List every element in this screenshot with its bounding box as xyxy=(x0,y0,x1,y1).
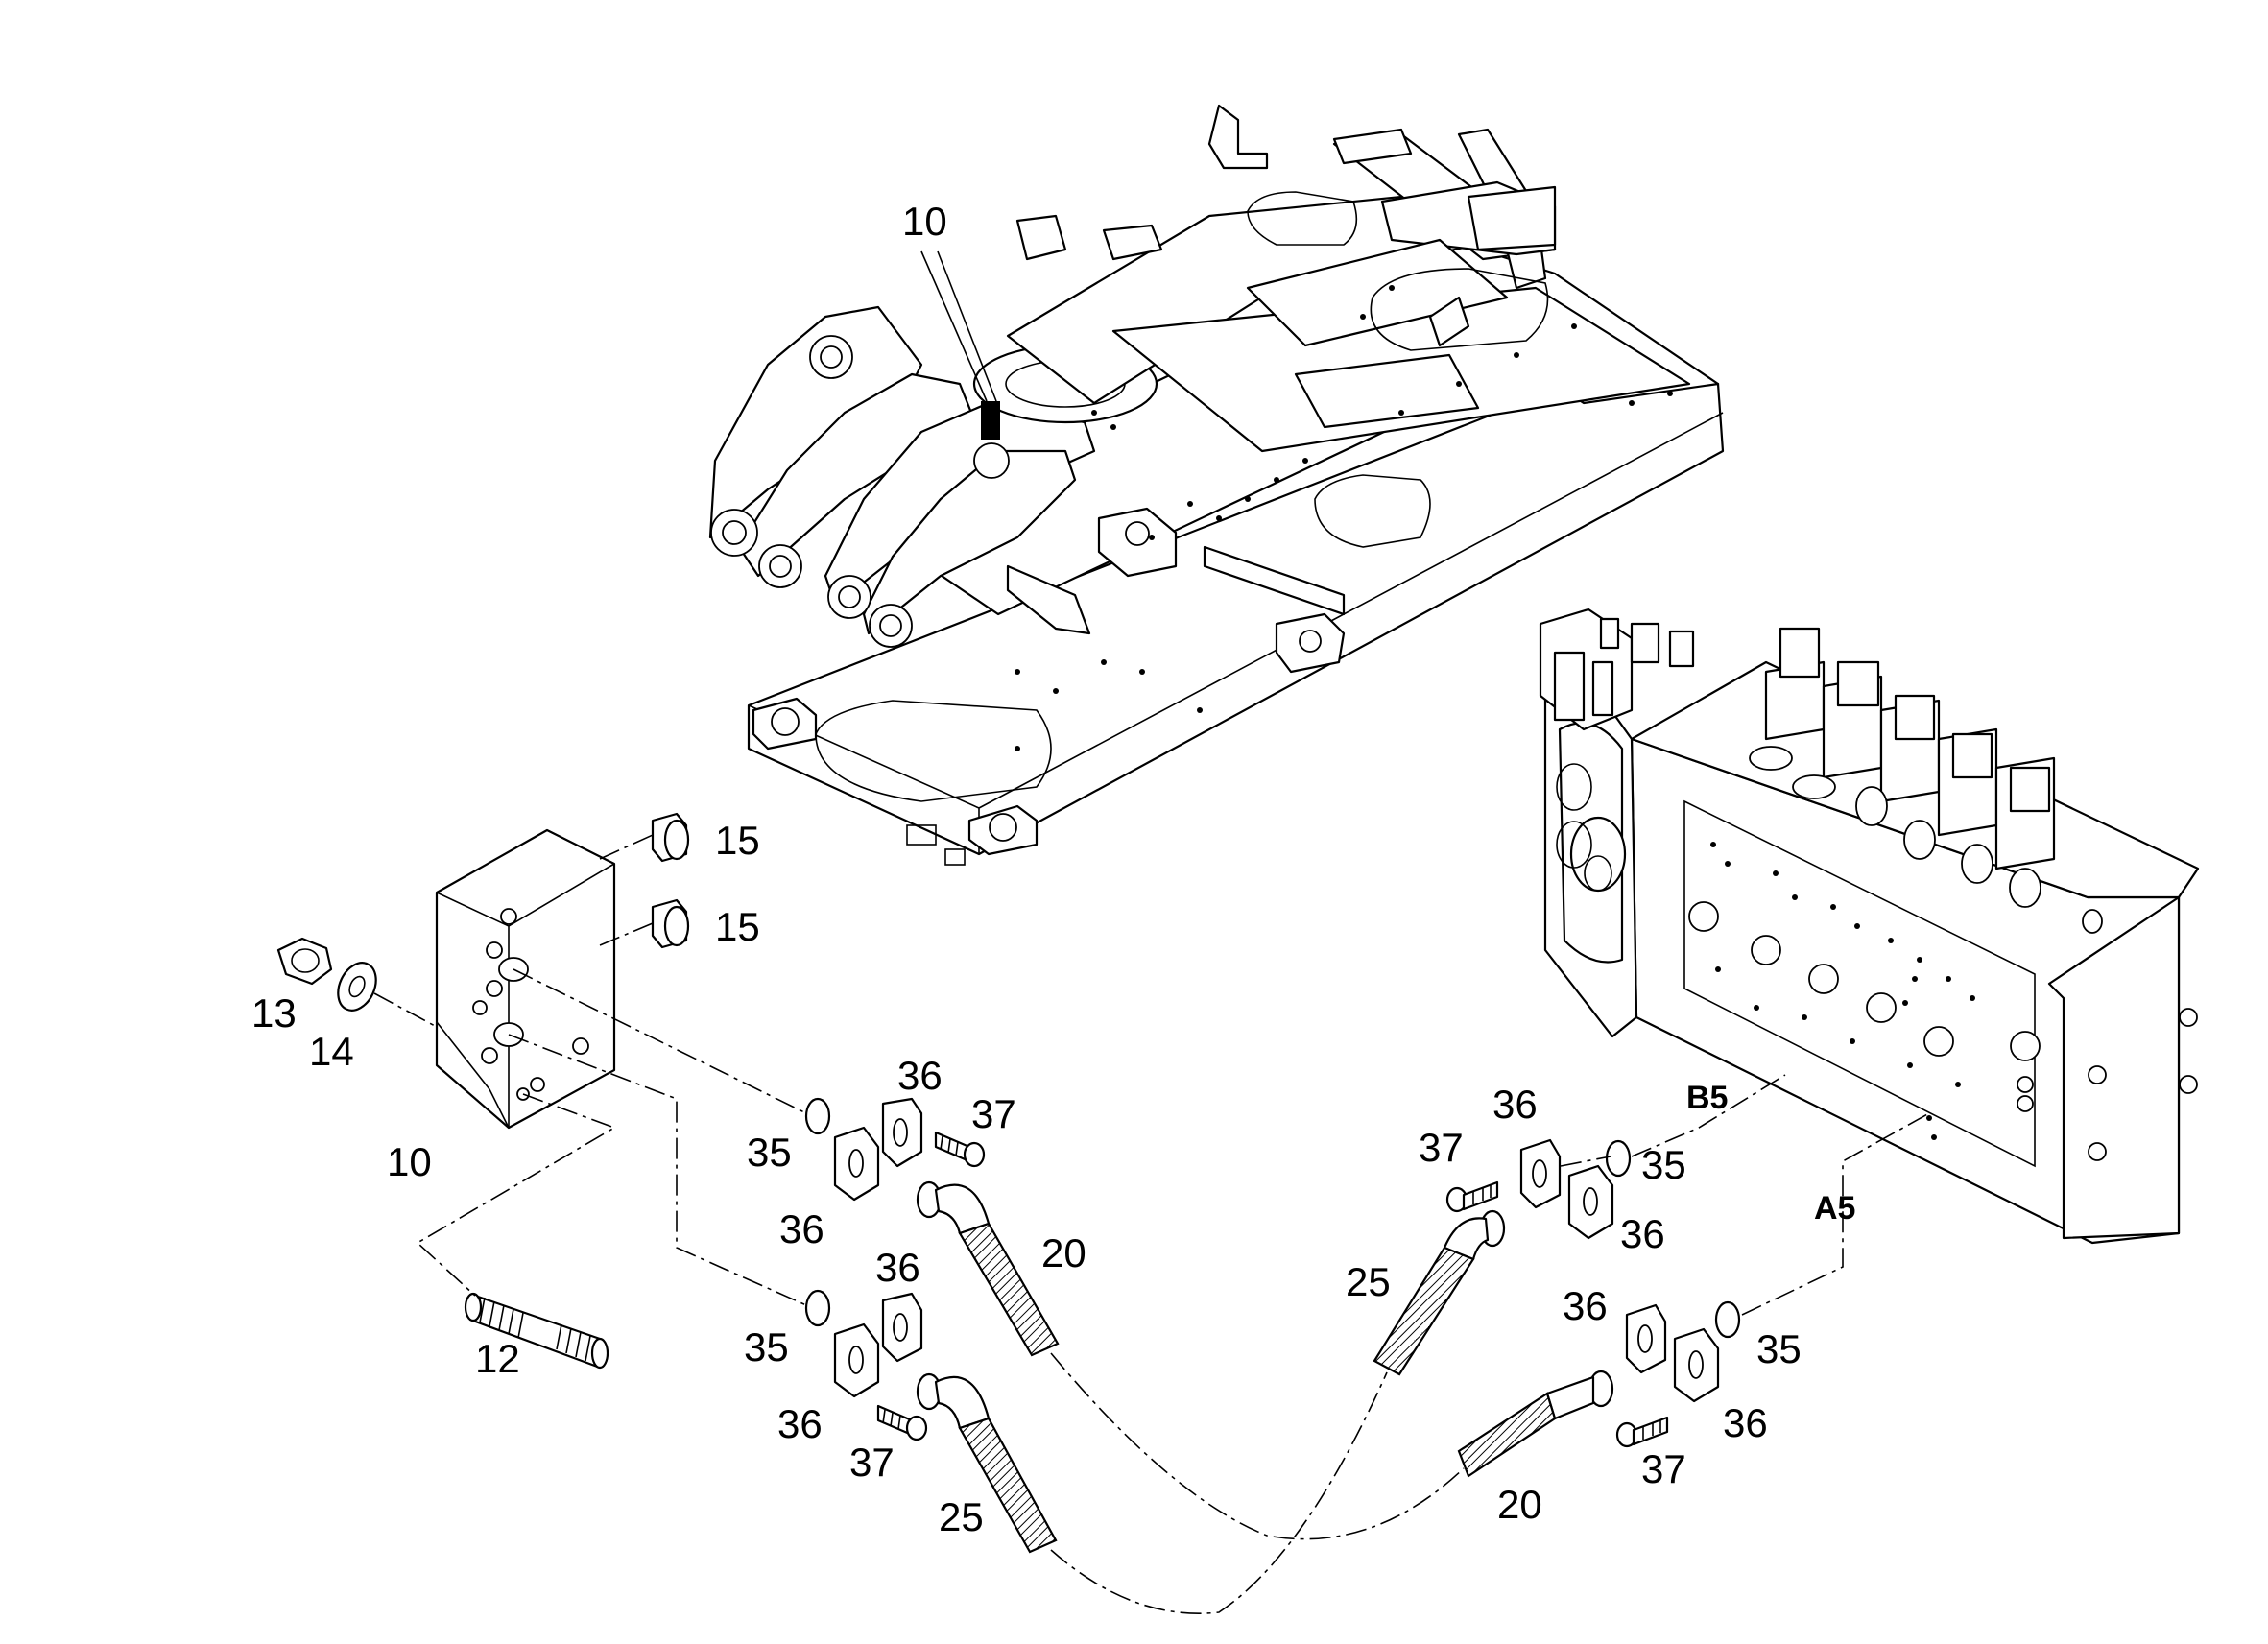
callout-labels: 10 15 15 13 14 10 12 36 37 35 36 20 36 3… xyxy=(251,199,1855,1539)
callout-20-b: 20 xyxy=(1497,1482,1542,1527)
spool-caps xyxy=(1749,627,2103,934)
bolt-37-c xyxy=(1445,1180,1499,1213)
split-flange-36-g xyxy=(1625,1303,1667,1374)
callout-36-h: 36 xyxy=(1723,1400,1768,1445)
callout-12: 12 xyxy=(475,1336,520,1381)
callout-36-a: 36 xyxy=(897,1053,943,1098)
callout-15-upper: 15 xyxy=(715,818,760,863)
stud-12 xyxy=(464,1292,609,1370)
callout-14: 14 xyxy=(309,1029,354,1074)
nut-13 xyxy=(276,937,333,986)
hose-20-right xyxy=(1457,1370,1614,1478)
callout-35-a: 35 xyxy=(747,1130,792,1175)
machine-frame xyxy=(708,104,1725,866)
mounting-block xyxy=(435,828,616,1130)
callout-25-a: 25 xyxy=(939,1494,984,1539)
split-flange-36-e xyxy=(1519,1138,1562,1209)
callout-10-block: 10 xyxy=(387,1139,432,1184)
control-valve xyxy=(1539,608,2200,1245)
callout-20-a: 20 xyxy=(1041,1230,1086,1275)
callout-37-c: 37 xyxy=(1419,1125,1464,1170)
callout-36-f: 36 xyxy=(1620,1211,1665,1256)
frame-bolts xyxy=(1015,285,1673,751)
callout-36-g: 36 xyxy=(1563,1283,1608,1328)
valve-port-dots xyxy=(1710,842,1975,1140)
callout-25-b: 25 xyxy=(1346,1259,1391,1304)
plug-15-upper xyxy=(651,812,690,863)
plug-15-lower xyxy=(651,898,690,949)
callout-35-d: 35 xyxy=(1756,1326,1802,1371)
bolt-37-b xyxy=(876,1404,928,1441)
o-ring-35-d xyxy=(1714,1300,1741,1339)
washer-14 xyxy=(337,962,377,1012)
port-label-a5: A5 xyxy=(1814,1190,1855,1227)
bolt-37-a xyxy=(934,1131,986,1168)
split-flange-36-c xyxy=(881,1292,923,1363)
split-flange-36-h xyxy=(1673,1327,1720,1403)
leader-lines xyxy=(373,250,1930,1614)
callout-36-e: 36 xyxy=(1492,1082,1538,1127)
callout-35-b: 35 xyxy=(744,1324,789,1370)
callout-35-c: 35 xyxy=(1641,1142,1686,1187)
callout-36-d: 36 xyxy=(777,1401,823,1446)
split-flange-36-a xyxy=(881,1097,923,1168)
callout-13: 13 xyxy=(251,990,297,1036)
hose-25-left xyxy=(916,1372,1058,1554)
port-label-b5: B5 xyxy=(1686,1080,1728,1116)
callout-10-frame: 10 xyxy=(902,199,947,244)
o-ring-35-b xyxy=(804,1289,831,1327)
callout-37-d: 37 xyxy=(1641,1446,1686,1491)
split-flange-36-f xyxy=(1567,1164,1614,1240)
o-ring-35-a xyxy=(804,1097,831,1135)
callout-36-c: 36 xyxy=(875,1245,920,1290)
split-flange-36-b xyxy=(833,1126,880,1202)
o-ring-35-c xyxy=(1605,1139,1632,1178)
callout-15-lower: 15 xyxy=(715,904,760,949)
callout-36-b: 36 xyxy=(779,1206,824,1251)
marked-block-location xyxy=(981,401,1000,440)
split-flange-36-d xyxy=(833,1322,880,1398)
hose-25-right xyxy=(1373,1209,1506,1376)
callout-37-a: 37 xyxy=(971,1091,1016,1136)
callout-37-b: 37 xyxy=(849,1440,895,1485)
bolt-37-d xyxy=(1615,1416,1669,1448)
hose-20-left xyxy=(916,1180,1060,1357)
